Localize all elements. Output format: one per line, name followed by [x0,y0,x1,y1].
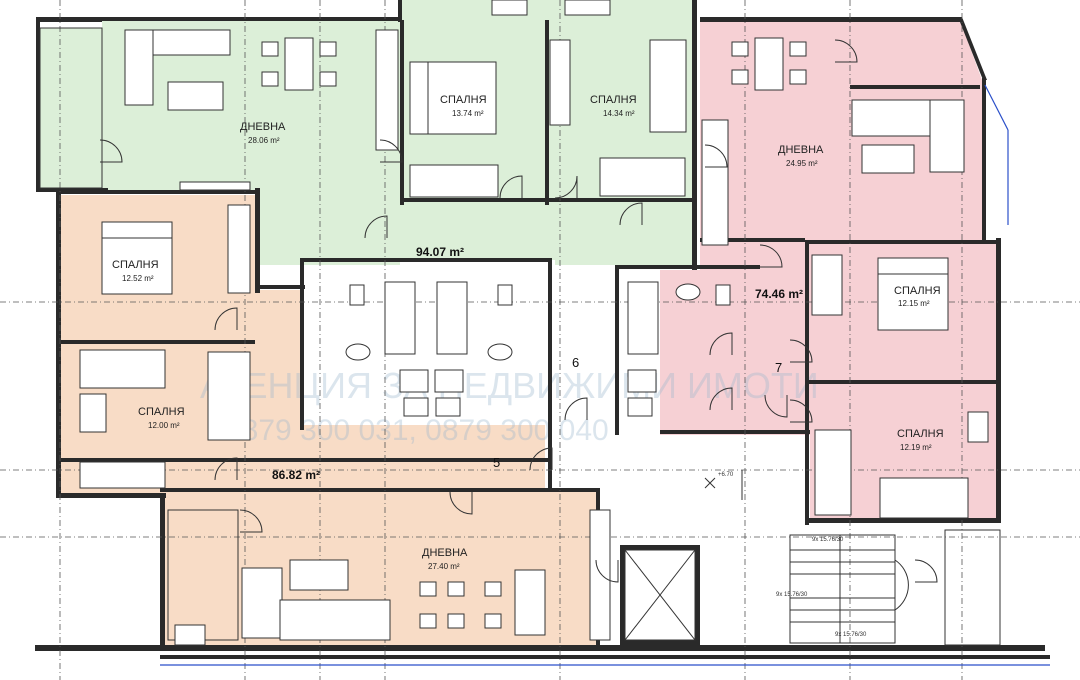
room-label-a7-dnevna: ДНЕВНА [778,144,824,156]
room-area-a6-spalnia2: 14.34 m² [603,109,635,118]
room-area-a7-dnevna: 24.95 m² [786,159,818,168]
watermark-line2: 0879 300 031, 0879 300 040 [225,414,609,447]
apartment-6-number: 6 [572,355,579,370]
room-labels: ДНЕВНА 28.06 m² СПАЛНЯ 13.74 m² СПАЛНЯ 1… [112,94,944,571]
watermark-line1: АГЕНЦИЯ ЗА НЕДВИЖИМИ ИМОТИ [200,365,819,406]
stair-mark-2: 9x 15.76/30 [776,592,808,598]
room-area-a5-spalnia1: 12.52 m² [122,274,154,283]
annotations: +6.70 9x 15.76/30 9x 15.76/30 9x 15.76/3… [718,472,867,638]
walls [35,0,1050,659]
room-label-a6-spalnia2: СПАЛНЯ [590,94,637,106]
furniture-apartment-7 [701,37,989,519]
apartment-5-number: 5 [493,455,500,470]
room-area-a5-dnevna: 27.40 m² [428,562,460,571]
room-area-a6-spalnia1: 13.74 m² [452,109,484,118]
doors [99,39,938,583]
room-area-a5-spalnia2: 12.00 m² [148,421,180,430]
room-label-a5-spalnia2: СПАЛНЯ [138,406,185,418]
apartment-7-area: 74.46 m² [755,287,803,301]
room-area-a7-spalnia1: 12.15 m² [898,299,930,308]
room-label-a6-spalnia1: СПАЛНЯ [440,94,487,106]
room-area-a6-dnevna: 28.06 m² [248,136,280,145]
room-area-a7-spalnia2: 12.19 m² [900,443,932,452]
room-label-a6-dnevna: ДНЕВНА [240,121,286,133]
room-label-a7-spalnia2: СПАЛНЯ [897,428,944,440]
apartment-7-number: 7 [775,360,782,375]
stair-mark-3: 9x 15.76/30 [835,632,867,638]
apartment-5-area: 86.82 m² [272,468,320,482]
apartment-6-area: 94.07 m² [416,245,464,259]
apartment-5-zone [60,195,600,645]
bathrooms [345,281,731,417]
room-label-a5-dnevna: ДНЕВНА [422,547,468,559]
apartment-labels: 94.07 m² 6 74.46 m² 7 86.82 m² 5 [272,245,803,482]
level-mark: +6.70 [718,472,734,478]
stair-mark-1: 9x 15.76/30 [812,537,844,543]
furniture-apartment-6 [124,0,687,198]
room-label-a5-spalnia1: СПАЛНЯ [112,259,159,271]
stair-core [624,470,909,644]
furniture-apartment-5 [79,204,611,646]
room-label-a7-spalnia1: СПАЛНЯ [894,285,941,297]
